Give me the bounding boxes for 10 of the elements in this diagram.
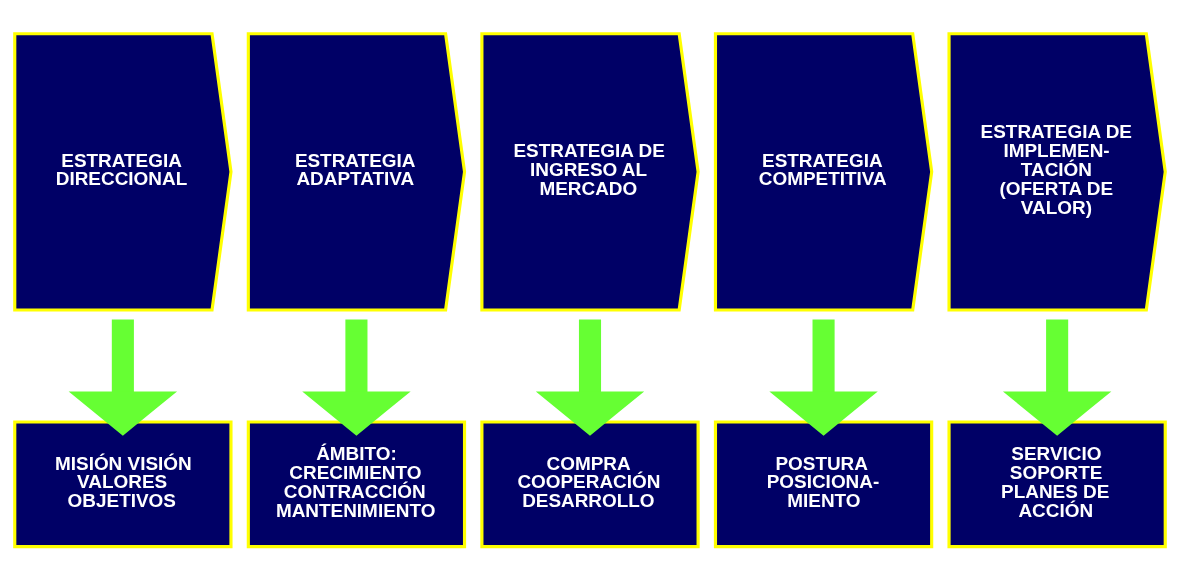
node-box: MISIÓN VISIÓN VALORES OBJETIVOS	[13, 420, 233, 549]
arrow	[535, 319, 645, 436]
arrow	[302, 319, 411, 436]
node-box: ÁMBITO: CRECIMIENTO CONTRACCIÓN MANTENIMIENTO	[246, 420, 467, 549]
node-box: POSTURA POSICIONA- MIENTO	[713, 420, 934, 549]
arrow	[769, 319, 878, 436]
node-box: SERVICIO SOPORTE PLANES DE ACCIÓN	[947, 420, 1167, 549]
arrow	[68, 319, 178, 436]
arrow	[1002, 319, 1112, 436]
node-box: COMPRA COOPERACIÓN DESARROLLO	[480, 420, 700, 549]
